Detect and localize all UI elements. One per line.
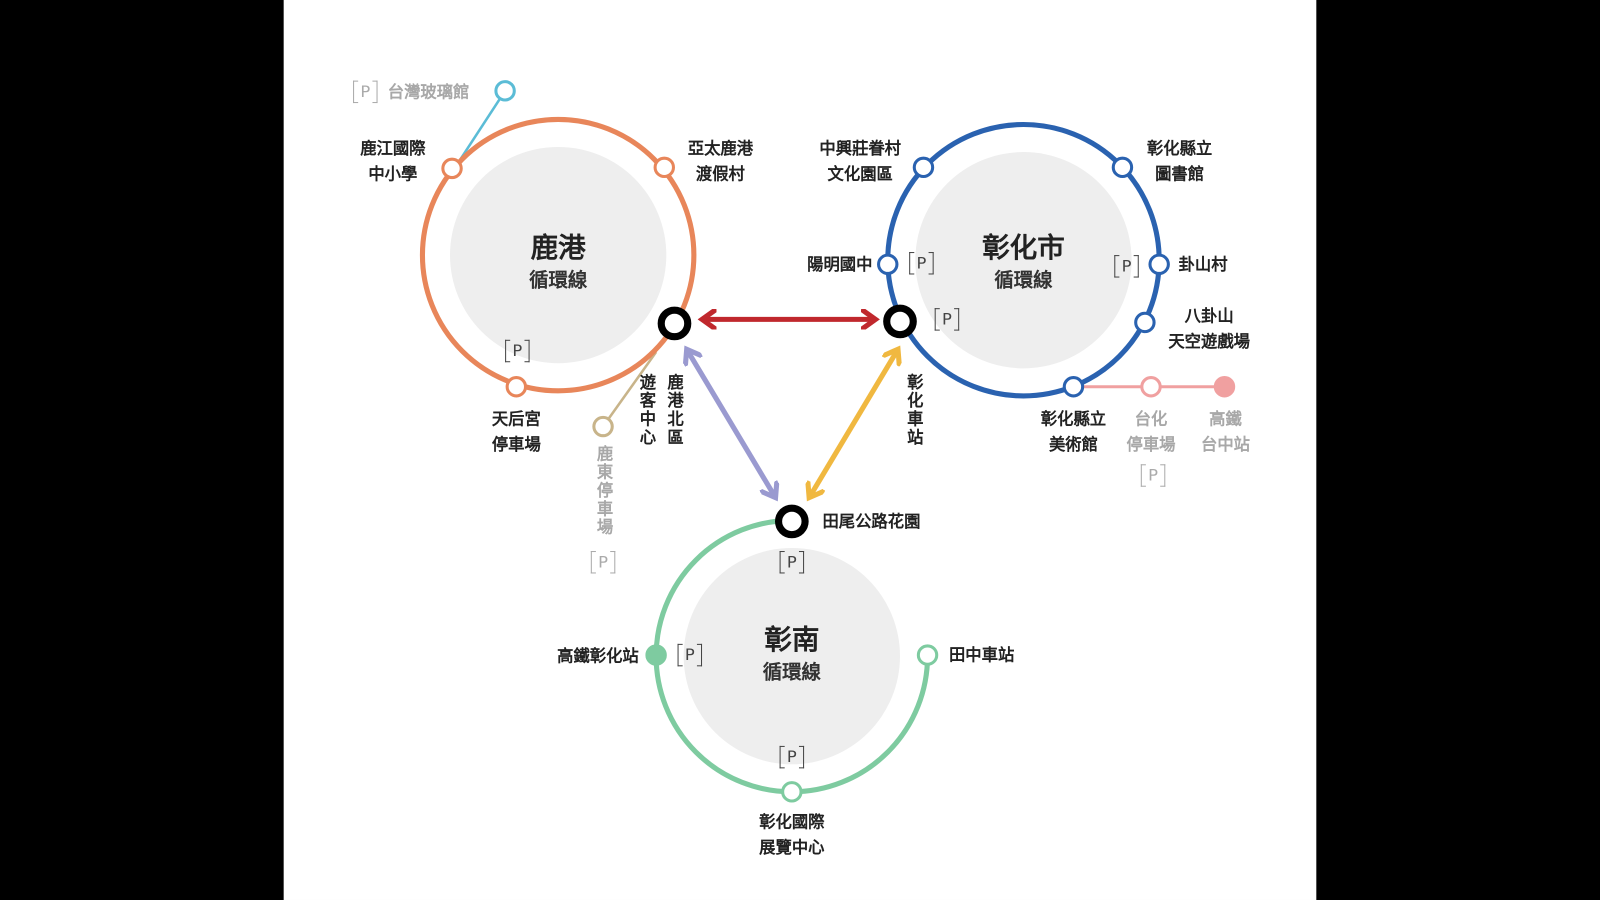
hub-changhua-station[interactable] xyxy=(883,304,917,339)
hub-lukang-north[interactable] xyxy=(657,306,692,341)
station-glass[interactable] xyxy=(494,80,516,102)
label-tianwei: 田尾公路花園 xyxy=(822,511,921,532)
parking-icon: P xyxy=(779,551,805,574)
changnan-disc xyxy=(683,547,900,765)
label-tianzhong: 田中車站 xyxy=(948,645,1015,665)
changhua-loop-title: 彰化市循環線 xyxy=(982,232,1065,292)
lukang-disc xyxy=(449,146,667,364)
label-tianhou: 天后宮停車場 xyxy=(491,409,541,455)
ludong-branch-line xyxy=(602,351,658,428)
changnan-loop-line xyxy=(653,517,931,795)
station-library[interactable] xyxy=(1111,156,1134,179)
changhua-disc xyxy=(915,152,1132,369)
label-hsr-taichung: 高鐵台中站 xyxy=(1201,409,1250,455)
station-guashan[interactable] xyxy=(1148,253,1170,275)
hub-tianwei[interactable] xyxy=(774,504,809,539)
label-zhongxing: 中興莊眷村文化園區 xyxy=(819,138,902,184)
parking-icon: P xyxy=(353,80,378,104)
label-ludong: 鹿東停車場 xyxy=(593,444,614,537)
changnan-loop-title: 彰南循環線 xyxy=(762,624,821,684)
station-lujiang[interactable] xyxy=(441,157,463,180)
parking-icon: P xyxy=(590,551,616,574)
station-expo[interactable] xyxy=(781,781,803,803)
parking-icon: P xyxy=(1140,464,1166,487)
station-yatai[interactable] xyxy=(653,156,675,179)
station-baguashan[interactable] xyxy=(1134,311,1156,334)
glass-branch-line xyxy=(458,90,507,162)
label-visitor-center: 遊客中心 xyxy=(636,373,657,447)
transfer-arrow-lukang-tianwei xyxy=(688,351,775,496)
lukang-loop-title: 鹿港循環線 xyxy=(529,232,588,292)
station-tianzhong[interactable] xyxy=(916,644,939,666)
station-hsr-changhua[interactable] xyxy=(645,644,667,666)
parking-icon: P xyxy=(677,643,703,667)
label-taihua: 台化停車場 xyxy=(1126,409,1176,455)
station-hsr-taichung[interactable] xyxy=(1213,376,1236,398)
station-zhongxing[interactable] xyxy=(912,156,935,179)
label-hsr-changhua: 高鐵彰化站 xyxy=(557,646,639,666)
transfer-arrow-changhua-tianwei xyxy=(810,351,897,496)
station-taihua[interactable] xyxy=(1140,376,1162,398)
parking-icon: P xyxy=(909,252,934,275)
station-ludong[interactable] xyxy=(592,415,614,438)
label-lujiang: 鹿江國際中小學 xyxy=(360,138,426,184)
label-glass: 台灣玻璃館 xyxy=(387,82,470,102)
station-museum[interactable] xyxy=(1062,376,1085,398)
label-yatai: 亞太鹿港渡假村 xyxy=(687,138,754,184)
parking-icon: P xyxy=(934,308,960,331)
station-yangming[interactable] xyxy=(877,253,899,275)
parking-icon: P xyxy=(1114,255,1139,278)
parking-icon: P xyxy=(505,339,530,363)
lukang-loop-line xyxy=(419,116,697,394)
label-yangming: 陽明國中 xyxy=(807,254,873,274)
label-expo: 彰化國際展覽中心 xyxy=(759,812,825,858)
parking-icon: P xyxy=(779,745,805,769)
label-museum: 彰化縣立美術館 xyxy=(1040,409,1107,455)
label-lukang-north: 鹿港北區 xyxy=(664,373,684,447)
label-baguashan: 八卦山天空遊戲場 xyxy=(1168,306,1250,352)
station-tianhou[interactable] xyxy=(505,376,528,398)
label-changhua-station: 彰化車站 xyxy=(904,373,924,447)
label-library: 彰化縣立圖書館 xyxy=(1146,138,1213,184)
label-guashan: 卦山村 xyxy=(1178,254,1228,274)
